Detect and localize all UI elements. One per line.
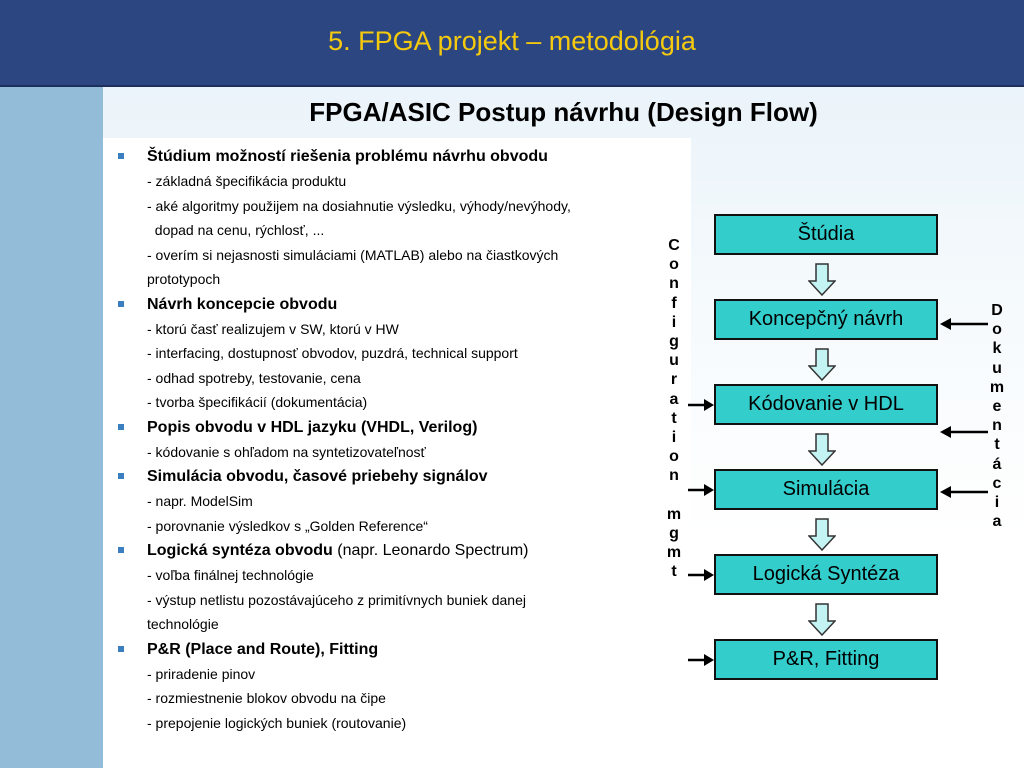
bullet-square-icon	[118, 473, 124, 479]
section-synthesis: Logická syntéza obvodu (napr. Leonardo S…	[113, 538, 685, 637]
bullet-square-icon	[118, 645, 124, 652]
flow-step-kodovanie-hdl: Kódovanie v HDL	[714, 384, 938, 425]
flow-step-logicka-synteza: Logická Syntéza	[714, 554, 938, 595]
list-item: - aké algoritmy použijem na dosiahnutie …	[147, 197, 571, 214]
list-item: - výstup netlistu pozostávajúceho z prim…	[147, 591, 526, 608]
bullet-list: Štúdium možností riešenia problému návrh…	[113, 144, 685, 735]
arrow-left-icon	[940, 426, 988, 438]
down-arrow-icon	[808, 433, 836, 466]
list-item: - napr. ModelSim	[147, 493, 253, 509]
down-arrow-icon	[808, 348, 836, 381]
arrow-right-icon	[688, 399, 714, 411]
section-title: Štúdium možností riešenia problému návrh…	[147, 148, 548, 165]
flow-step-pnr-fitting: P&R, Fitting	[714, 639, 938, 680]
flow-step-koncepcny-navrh: Koncepčný návrh	[714, 299, 938, 340]
section-pnr: P&R (Place and Route), Fitting - prirade…	[113, 637, 685, 736]
flow-step-studia: Štúdia	[714, 214, 938, 255]
list-item: - rozmiestnenie blokov obvodu na čipe	[147, 690, 386, 706]
section-study: Štúdium možností riešenia problému návrh…	[113, 144, 685, 292]
list-item: - ktorú časť realizujem v SW, ktorú v HW	[147, 320, 399, 337]
list-item: - základná špecifikácia produktu	[147, 173, 347, 189]
arrow-right-icon	[688, 654, 714, 666]
list-item: dopad na cenu, rýchlosť, ...	[147, 222, 325, 238]
list-item: - interfacing, dostupnosť obvodov, puzdr…	[147, 345, 518, 361]
bullet-square-icon	[118, 547, 124, 553]
bullet-square-icon	[118, 153, 124, 159]
list-item: - prepojenie logických buniek (routovani…	[147, 714, 407, 731]
section-title: Popis obvodu v HDL jazyku (VHDL, Verilog…	[147, 418, 478, 436]
slide-subtitle: FPGA/ASIC Postup návrhu (Design Flow)	[309, 97, 818, 127]
slide-header: 5. FPGA projekt – metodológia	[0, 0, 1024, 87]
list-item: - priradenie pinov	[147, 665, 256, 682]
arrow-left-icon	[940, 486, 988, 498]
list-item: - tvorba špecifikácií (dokumentácia)	[147, 394, 368, 410]
slide-title: 5. FPGA projekt – metodológia	[328, 26, 696, 56]
arrow-right-icon	[688, 484, 714, 496]
section-hdl: Popis obvodu v HDL jazyku (VHDL, Verilog…	[113, 415, 685, 465]
section-title-extra: (napr. Leonardo Spectrum)	[332, 542, 529, 559]
section-simulation: Simulácia obvodu, časové priebehy signál…	[113, 464, 685, 538]
list-item: - voľba finálnej technológie	[147, 567, 314, 583]
arrow-left-icon	[940, 318, 988, 330]
left-accent-bar	[0, 87, 103, 768]
section-title: Návrh koncepcie obvodu	[147, 295, 338, 313]
down-arrow-icon	[808, 603, 836, 636]
list-item: - kódovanie s ohľadom na syntetizovateľn…	[147, 443, 426, 460]
flow-step-simulacia: Simulácia	[714, 469, 938, 510]
bullet-square-icon	[118, 300, 124, 307]
section-title: Simulácia obvodu, časové priebehy signál…	[147, 468, 488, 485]
list-item: - porovnanie výsledkov s „Golden Referen…	[147, 517, 428, 534]
list-item: - overím si nejasnosti simuláciami (MATL…	[147, 246, 559, 263]
bullet-square-icon	[118, 423, 124, 430]
list-item: prototypoch	[147, 271, 221, 287]
list-item: - odhad spotreby, testovanie, cena	[147, 369, 361, 386]
arrow-right-icon	[688, 569, 714, 581]
down-arrow-icon	[808, 518, 836, 551]
section-concept: Návrh koncepcie obvodu - ktorú časť real…	[113, 292, 685, 415]
section-title: P&R (Place and Route), Fitting	[147, 640, 379, 658]
section-title: Logická syntéza obvodu	[147, 542, 333, 559]
down-arrow-icon	[808, 263, 836, 296]
content-panel: Štúdium možností riešenia problému návrh…	[103, 138, 691, 768]
list-item: technológie	[147, 616, 219, 632]
